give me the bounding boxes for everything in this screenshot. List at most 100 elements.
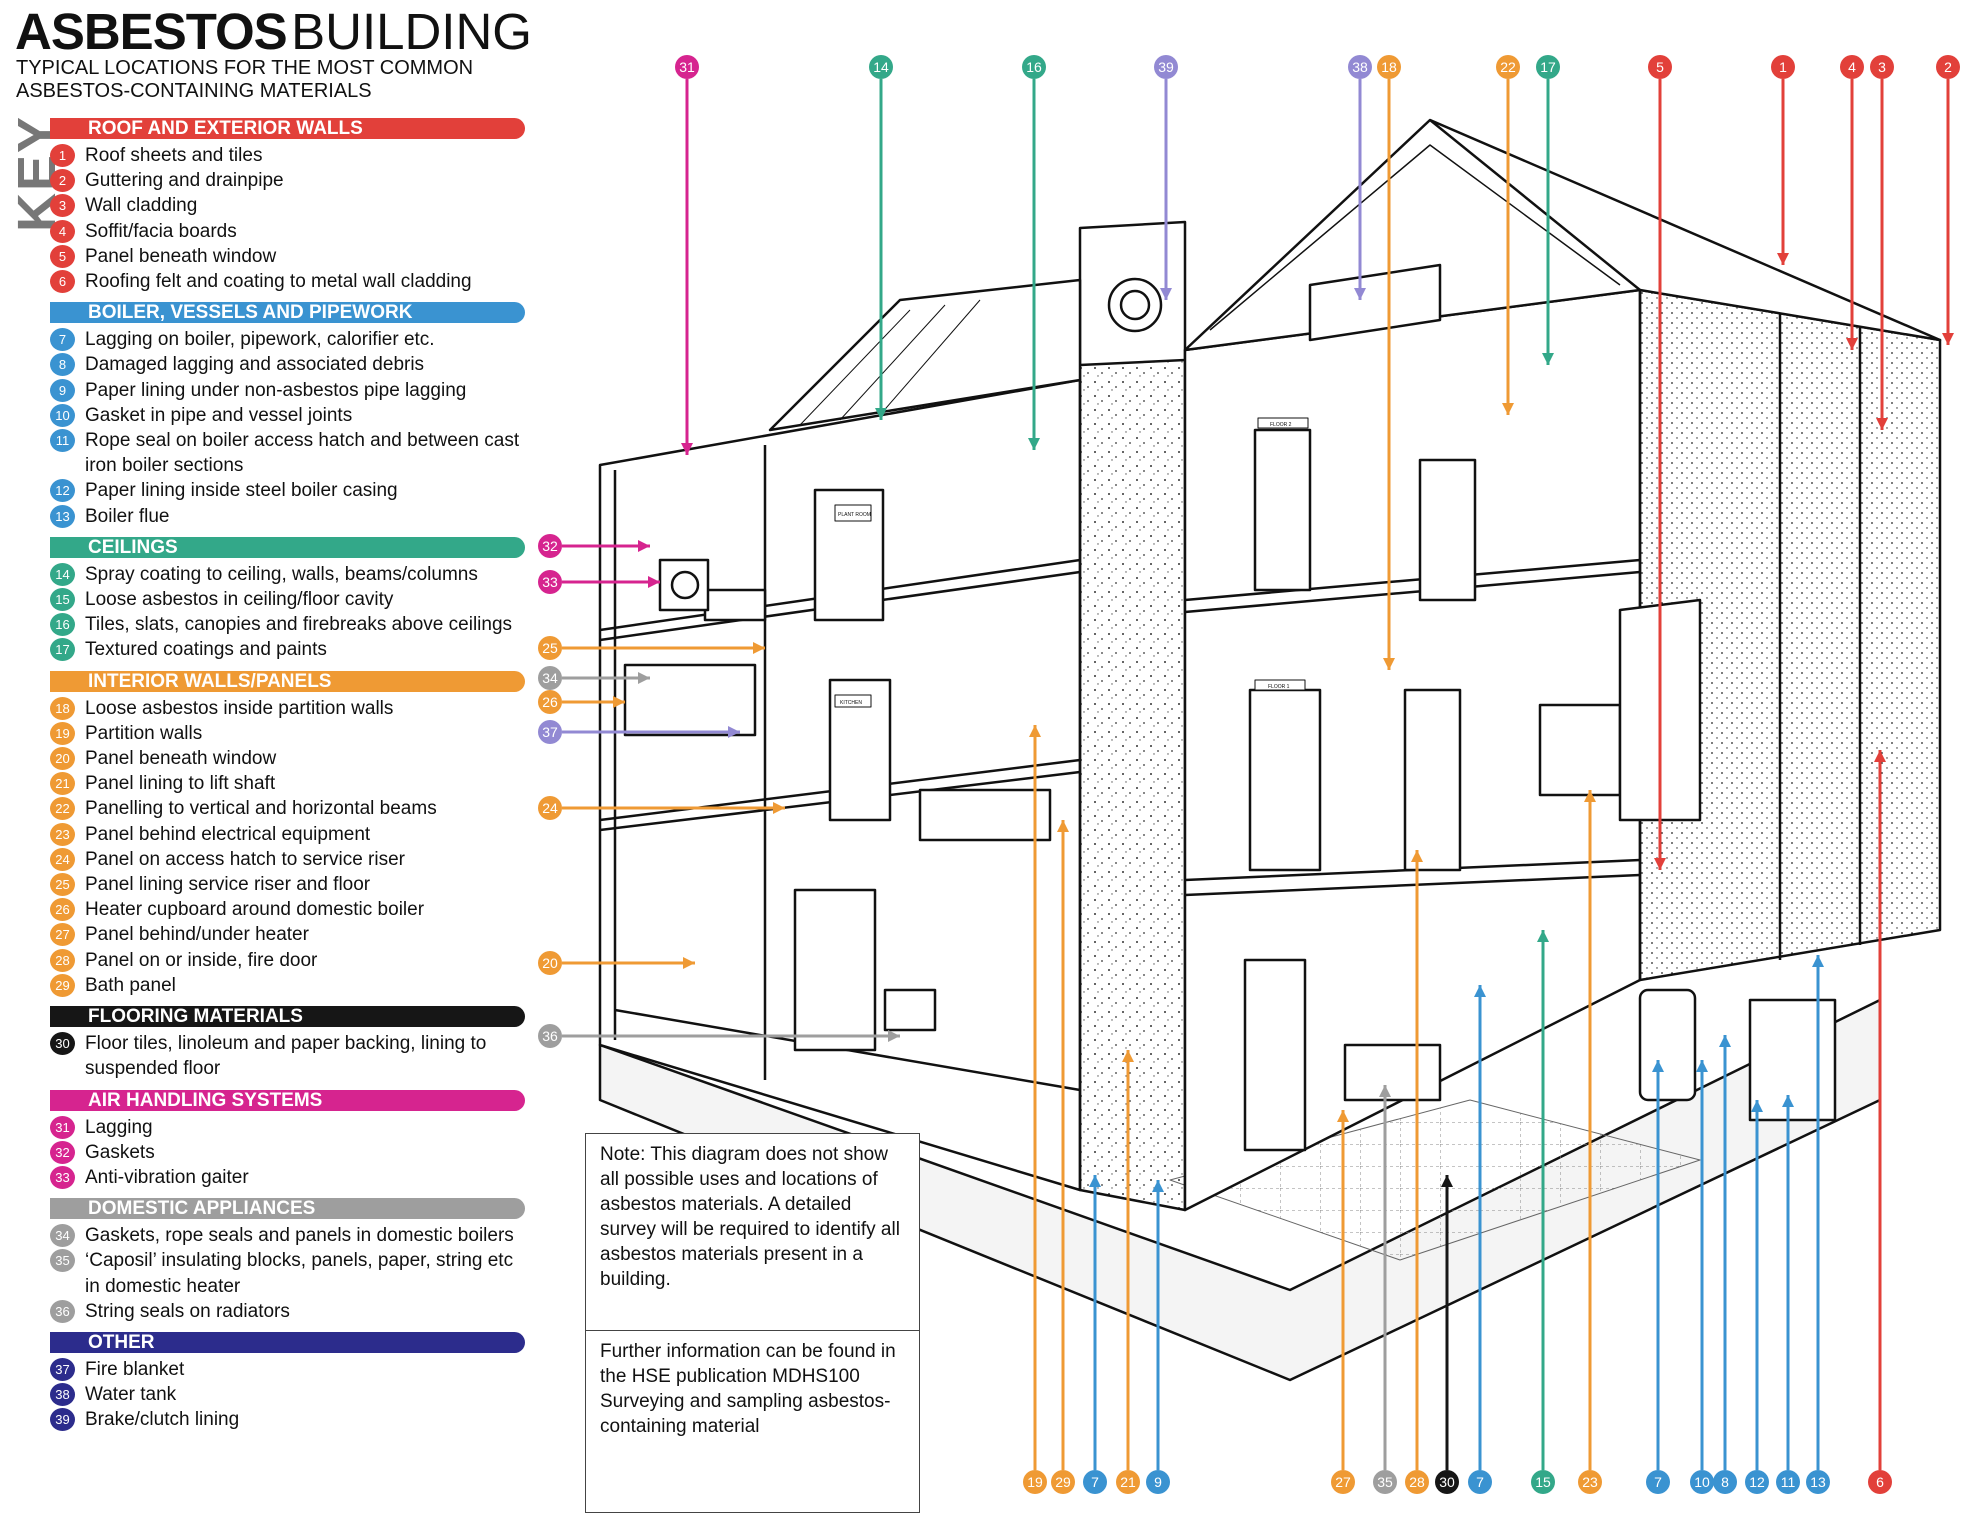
callout-number: 6 [1876,1474,1884,1490]
callout-arrowhead [1782,1095,1794,1107]
legend-item-label: Boiler flue [85,505,170,527]
callout-badge [1648,55,1672,79]
callout-number: 4 [1848,59,1856,75]
legend-item-label: Gaskets, rope seals and panels in domest… [85,1225,514,1247]
callout-arrowhead [1028,438,1040,450]
callout-arrowhead [1411,850,1423,862]
legend-item-label: Tiles, slats, canopies and firebreaks ab… [85,614,513,636]
callout-badge [1331,1470,1355,1494]
callout-top: 18 [1377,55,1401,670]
callout-arrowhead [1354,288,1366,300]
callout-badge [1146,1470,1170,1494]
callout-badge [1468,1470,1492,1494]
legend-number-badge: 18 [50,696,75,720]
callout-number: 15 [1535,1474,1551,1490]
callout-badge [1435,1470,1459,1494]
callout-badge [1771,55,1795,79]
legend-item-label: Panel behind/under heater [85,924,309,946]
legend-number-badge: 26 [50,898,75,922]
central-column [1078,348,1187,1212]
room-sign-floor-2: FLOOR 2 [1270,422,1292,428]
legend-number-badge: 32 [50,1140,75,1164]
legend-item-label: Panelling to vertical and horizontal bea… [85,798,437,820]
legend-item-label: Panel beneath window [85,748,277,770]
callout-badge [1051,1470,1075,1494]
legend-number-badge: 22 [50,797,75,821]
callout-arrowhead [1942,333,1954,345]
lift-door-bottom [1243,958,1307,1152]
legend-number-badge: 2 [50,169,75,193]
callout-arrowhead [753,642,765,654]
callout-number: 37 [542,724,558,740]
callout-bottom: 7 [1646,1060,1670,1494]
callout-number: 39 [1158,59,1174,75]
callout-number: 19 [1027,1474,1043,1490]
callout-number: 12 [1749,1474,1765,1490]
callout-number: 20 [542,955,558,971]
legend-item-label: Paper lining under non-asbestos pipe lag… [85,379,467,401]
callout-badge [1373,1470,1397,1494]
legend-item-label: Gasket in pipe and vessel joints [85,404,353,426]
callout-number: 26 [542,694,558,710]
callout-badge [1377,55,1401,79]
room-sign-kitchen: KITCHEN [840,700,862,706]
legend-number-badge: 8 [50,353,75,377]
legend-item-label: Loose asbestos inside partition walls [85,697,394,719]
callout-top: 5 [1648,55,1672,870]
lift-door-middle [1248,688,1322,872]
callout-bottom: 29 [1051,820,1075,1494]
legend-number-badge: 9 [50,378,75,402]
callout-number: 13 [1810,1474,1826,1490]
callout-bottom: 23 [1578,790,1602,1494]
callout-number: 7 [1654,1474,1662,1490]
callout-badge [675,55,699,79]
legend-item-label: Roof sheets and tiles [85,145,263,166]
callout-bottom: 8 [1713,1035,1737,1494]
legend-number-badge: 1 [50,144,75,167]
callout-badge [1023,1470,1047,1494]
callout-top: 1 [1771,55,1795,265]
legend-number-badge: 16 [50,613,75,637]
room-sign-plant-room: PLANT ROOM [838,512,871,518]
callout-number: 35 [1377,1474,1393,1490]
callout-badge [1806,1470,1830,1494]
callout-badge [538,1024,562,1048]
callout-arrowhead [1719,1035,1731,1047]
legend-item: 18 Loose asbestos inside partition walls [50,696,525,721]
legend-section-heading: DOMESTIC APPLIANCES [50,1198,525,1220]
callout-badge [538,636,562,660]
callout-bottom: 35 [1373,1085,1397,1494]
callout-arrowhead [888,1030,900,1042]
legend-number-badge: 14 [50,562,75,586]
callout-top: 3 [1870,55,1894,430]
callout-badge [1578,1470,1602,1494]
callout-arrowhead [638,672,650,684]
callout-arrowhead [1652,1060,1664,1072]
legend-item-label: Partition walls [85,722,203,744]
callout-arrowhead [1474,985,1486,997]
legend-number-badge: 6 [50,270,75,294]
callout-arrowhead [1122,1050,1134,1062]
legend-number-badge: 23 [50,822,75,846]
legend-item-label: Water tank [85,1384,177,1406]
legend-section-heading: BOILER, VESSELS AND PIPEWORK [50,302,525,324]
callout-arrowhead [1874,750,1886,762]
callout-left: 37 [538,720,740,744]
legend-number-badge: 35 [50,1249,75,1273]
callout-badge [1531,1470,1555,1494]
legend-number-badge: 33 [50,1165,75,1189]
callout-bottom: 7 [1468,985,1492,1494]
callout-badge [1116,1470,1140,1494]
callout-badge [1868,1470,1892,1494]
